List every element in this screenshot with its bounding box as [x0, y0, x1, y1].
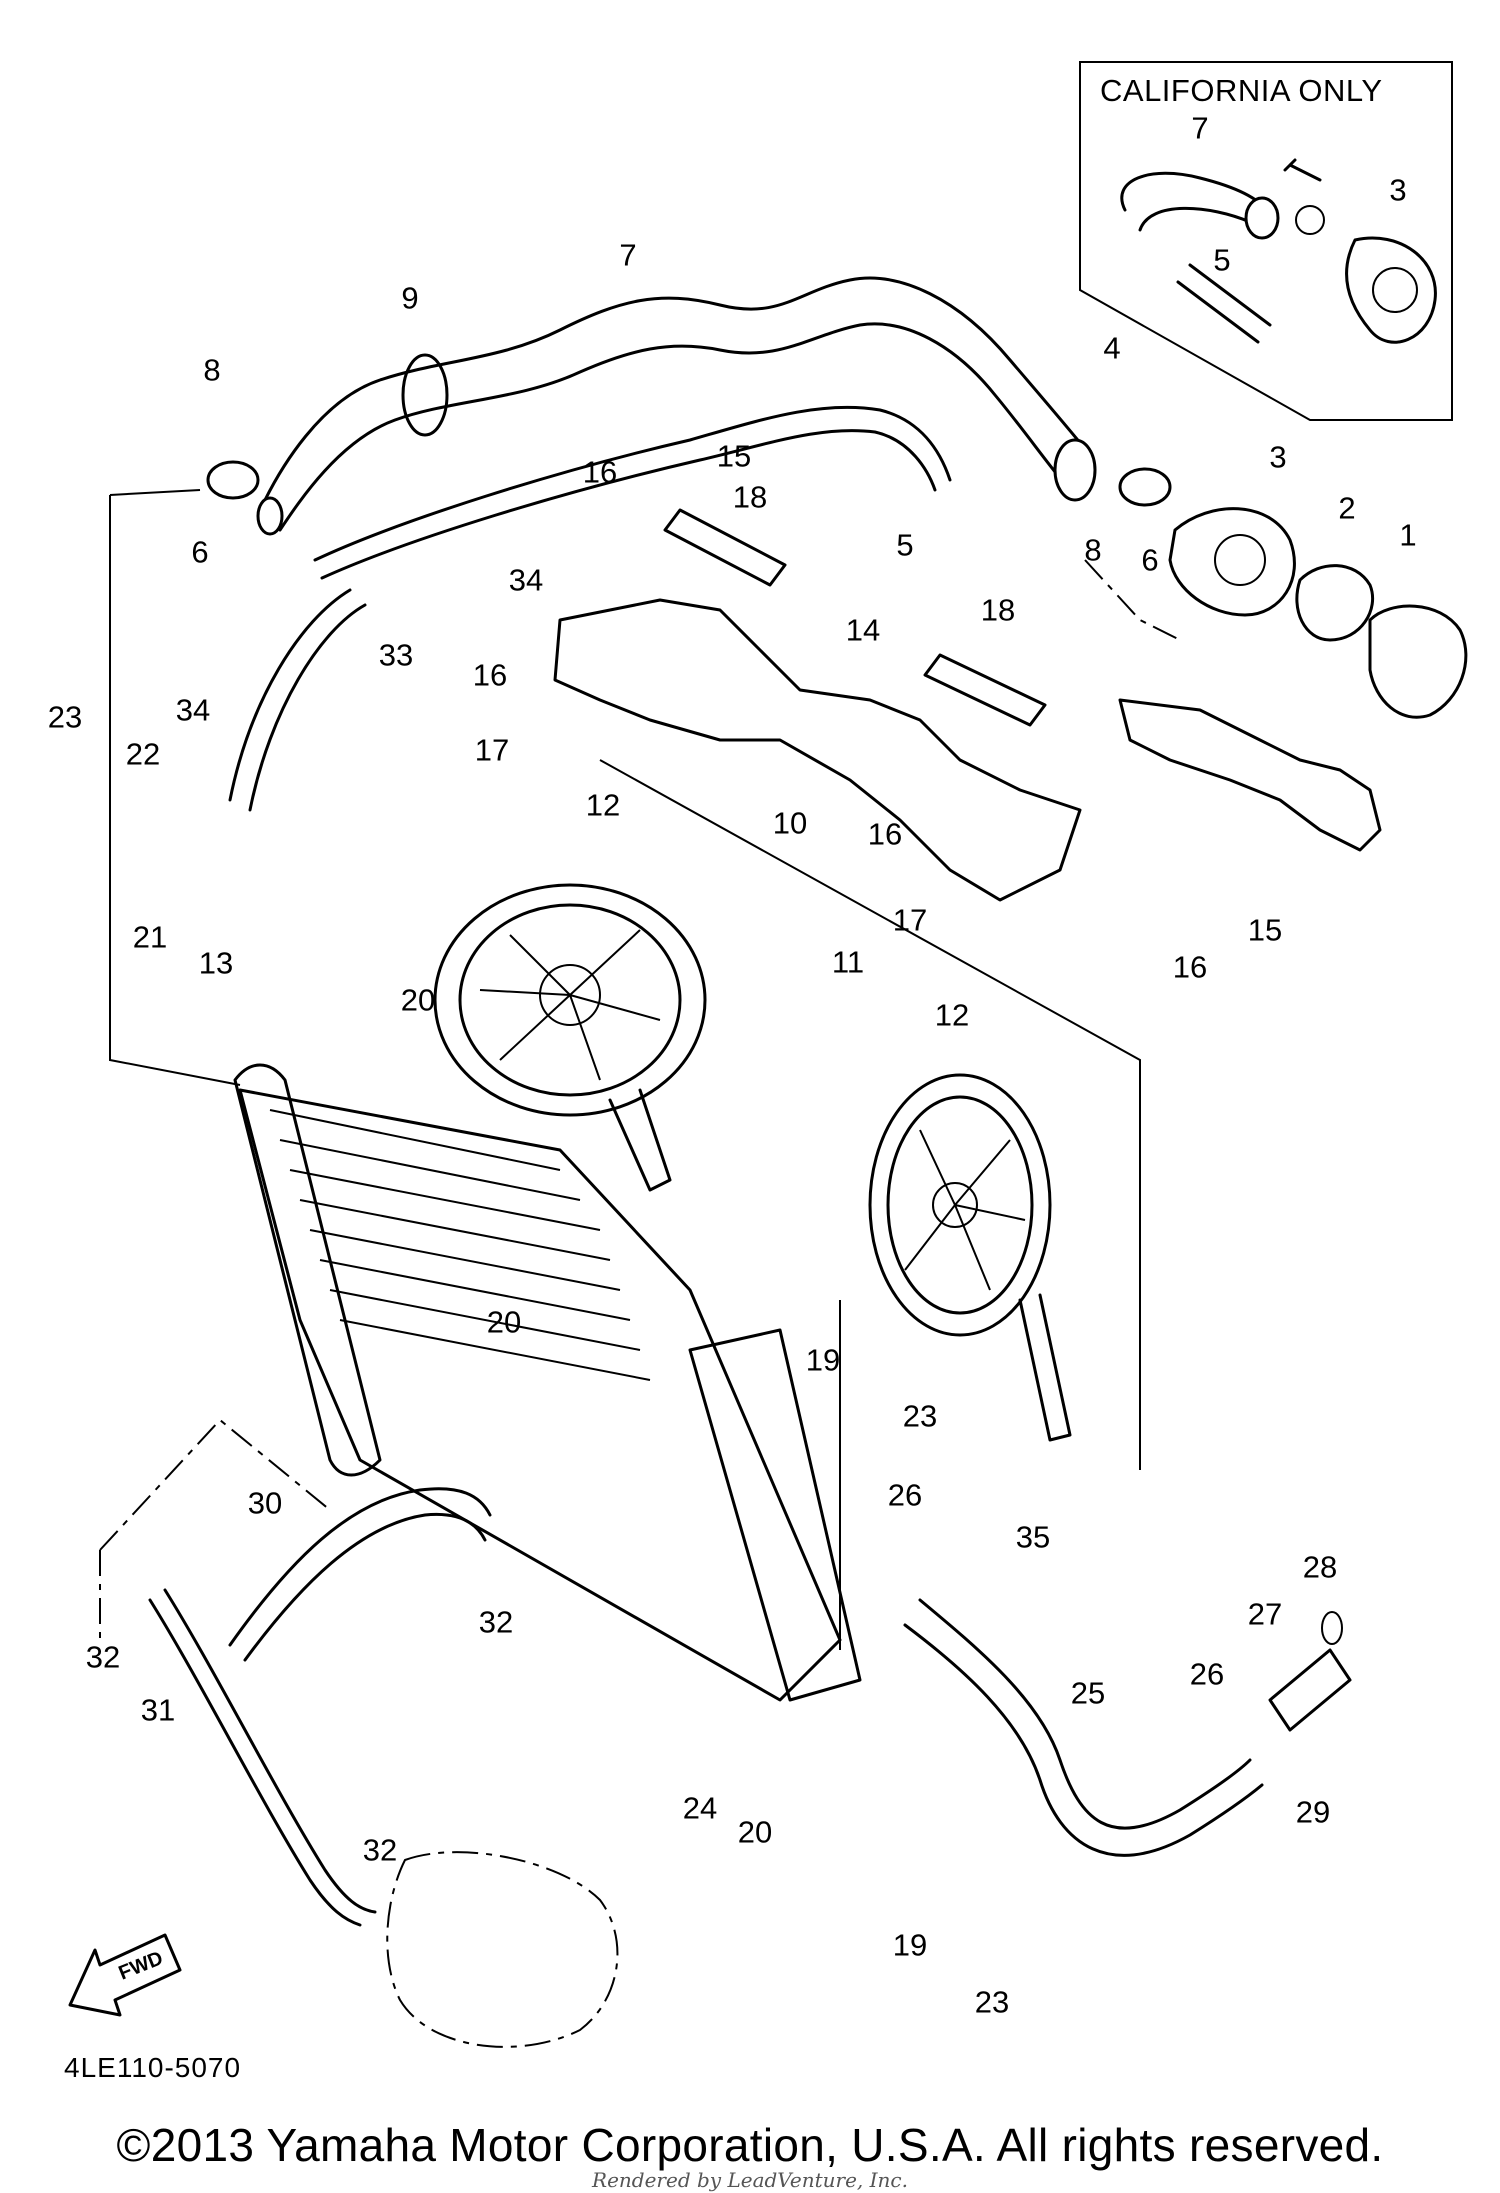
housing-1 — [1368, 604, 1468, 719]
callout-p1: 1 — [1399, 517, 1417, 553]
callout-p7: 7 — [619, 237, 637, 273]
callout-p26b: 26 — [1189, 1656, 1225, 1692]
callout-p31: 31 — [140, 1692, 176, 1728]
callout-ca-7: 7 — [1191, 110, 1209, 146]
callout-p5: 5 — [896, 527, 914, 563]
engine-outline — [386, 1851, 619, 2048]
hose-30 — [228, 1487, 492, 1647]
california-inset-frame — [1079, 61, 1453, 421]
callout-p22: 22 — [125, 736, 161, 772]
callout-p29: 29 — [1295, 1794, 1331, 1830]
clamp-8b — [1118, 467, 1172, 507]
callout-p20c: 20 — [737, 1814, 773, 1850]
callout-p2: 2 — [1338, 490, 1356, 526]
callout-ca-3: 3 — [1389, 172, 1407, 208]
callout-p32b: 32 — [85, 1639, 121, 1675]
callout-p20b: 20 — [486, 1304, 522, 1340]
callout-p19a: 19 — [805, 1342, 841, 1378]
callout-p9: 9 — [401, 280, 419, 316]
callout-p12a: 12 — [585, 787, 621, 823]
cover-14 — [553, 598, 1082, 902]
fan-12b — [868, 1073, 1072, 1442]
callout-p34a: 34 — [508, 562, 544, 598]
hose-7 — [263, 276, 1092, 502]
callout-p8b: 8 — [1084, 532, 1102, 568]
callout-p15a: 15 — [716, 438, 752, 474]
oring-28 — [1321, 1611, 1343, 1645]
radiator-tank-left — [233, 1063, 382, 1477]
callout-p17a: 17 — [474, 732, 510, 768]
pad-18a — [663, 508, 787, 587]
callout-p24: 24 — [682, 1790, 718, 1826]
callout-p23b: 23 — [902, 1398, 938, 1434]
rendered-by-notice: Rendered by LeadVenture, Inc. — [592, 2168, 908, 2192]
inset-housing-3 — [1345, 236, 1437, 344]
callout-p4: 4 — [1103, 330, 1121, 366]
california-inset-title: CALIFORNIA ONLY — [1100, 73, 1383, 108]
callout-ca-5: 5 — [1213, 242, 1231, 278]
hose-33 — [228, 588, 352, 802]
callout-p6a: 6 — [191, 534, 209, 570]
callout-p18b: 18 — [980, 592, 1016, 628]
clamp-9 — [401, 353, 449, 437]
callout-p19b: 19 — [892, 1927, 928, 1963]
callout-p13: 13 — [198, 945, 234, 981]
inset-hose-5 — [1176, 263, 1272, 344]
hose-5 — [313, 405, 952, 562]
inset-hose-7 — [1120, 171, 1270, 214]
callout-p12b: 12 — [934, 997, 970, 1033]
callout-p3: 3 — [1269, 439, 1287, 475]
radiator-tank-right — [688, 1328, 862, 1702]
callout-p15b: 15 — [1247, 912, 1283, 948]
radiator-core — [238, 1088, 842, 1702]
callout-p6b: 6 — [1141, 542, 1159, 578]
callout-p35: 35 — [1015, 1519, 1051, 1555]
callout-p16a: 16 — [582, 454, 618, 490]
callout-p8a: 8 — [203, 352, 221, 388]
callout-p32c: 32 — [362, 1832, 398, 1868]
pad-18b — [923, 653, 1047, 727]
hose-31 — [148, 1598, 362, 1927]
water-pipe-assembly — [1118, 698, 1382, 852]
callout-p10: 10 — [772, 805, 808, 841]
callout-p23a: 23 — [47, 699, 83, 735]
callout-p26a: 26 — [887, 1477, 923, 1513]
hose-25 — [918, 1598, 1252, 1830]
callout-p33: 33 — [378, 637, 414, 673]
clamp-8a — [206, 460, 260, 500]
thermostat-2 — [1295, 564, 1375, 642]
callout-p16c: 16 — [867, 816, 903, 852]
callout-p16d: 16 — [1172, 949, 1208, 985]
callout-p18a: 18 — [732, 479, 768, 515]
callout-p11: 11 — [831, 944, 865, 980]
callout-p30: 30 — [247, 1485, 283, 1521]
callout-p21: 21 — [132, 919, 168, 955]
fan-12a — [433, 883, 707, 1192]
callout-p16b: 16 — [472, 657, 508, 693]
sensor-27 — [1268, 1648, 1352, 1732]
callout-p28: 28 — [1302, 1549, 1338, 1585]
callout-p32a: 32 — [478, 1604, 514, 1640]
diagram-code: 4LE110-5070 — [64, 2052, 242, 2083]
callout-p20a: 20 — [400, 982, 436, 1018]
fwd-arrow-icon — [68, 1933, 182, 2017]
callout-p25: 25 — [1070, 1675, 1106, 1711]
copyright-notice: ©2013 Yamaha Motor Corporation, U.S.A. A… — [116, 2119, 1384, 2171]
callout-p23c: 23 — [974, 1984, 1010, 2020]
callout-p17b: 17 — [892, 902, 928, 938]
callout-p27: 27 — [1247, 1596, 1283, 1632]
housing-3 — [1168, 507, 1296, 617]
callout-p14: 14 — [845, 612, 881, 648]
callout-p34b: 34 — [175, 692, 211, 728]
